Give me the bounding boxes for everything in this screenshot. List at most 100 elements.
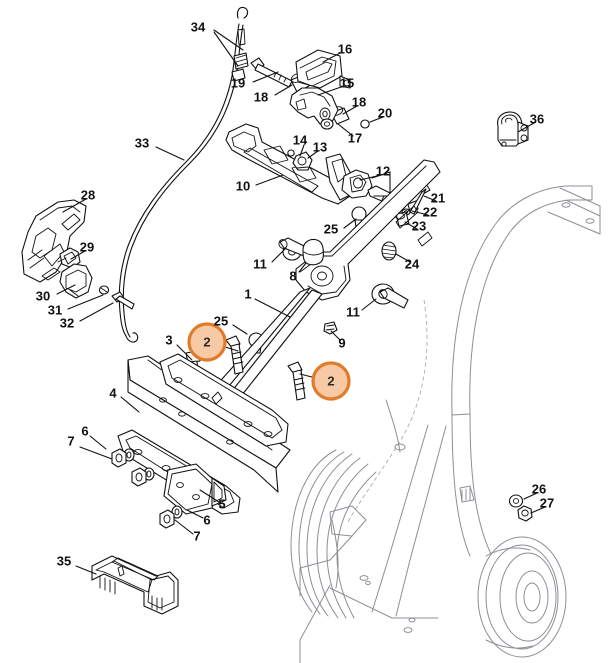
callout-label-6: 6 — [81, 423, 88, 438]
leader-line-18 — [274, 84, 293, 96]
callout-label-5: 5 — [218, 496, 225, 511]
leader-line-29 — [70, 250, 86, 260]
callout-label-34: 34 — [191, 19, 206, 34]
leader-line-21 — [423, 195, 437, 202]
pin-part-11-b — [378, 287, 409, 309]
callout-label-11: 11 — [346, 304, 360, 319]
leader-line-7 — [79, 446, 113, 460]
leader-line-14 — [299, 144, 305, 157]
leader-line-34-b — [213, 31, 239, 67]
leader-line-16 — [322, 51, 343, 63]
callout-label-27: 27 — [540, 495, 554, 510]
leader-line-8 — [298, 262, 307, 273]
leader-line-36 — [517, 122, 535, 133]
highlight-label-hl2: 2 — [327, 373, 334, 388]
washer-part-26 — [508, 494, 524, 508]
leader-line-34 — [213, 29, 244, 51]
callout-label-17: 17 — [348, 130, 362, 145]
callout-label-12: 12 — [376, 163, 390, 178]
callout-leader-lines — [56, 29, 546, 575]
highlight-markers: 22 — [187, 322, 351, 401]
callout-label-26: 26 — [532, 481, 546, 496]
latch-part-29 — [57, 247, 81, 269]
callout-label-36: 36 — [530, 111, 544, 126]
leader-line-10 — [255, 174, 284, 186]
leader-line-24 — [395, 253, 411, 263]
leader-line-32 — [79, 302, 114, 322]
leader-line-13 — [307, 150, 319, 159]
callout-label-10: 10 — [236, 178, 250, 193]
screw-part-31 — [98, 285, 110, 295]
highlight-circle-hl1[interactable] — [187, 322, 227, 362]
highlight-label-hl1: 2 — [203, 334, 210, 349]
callout-label-18: 18 — [254, 89, 268, 104]
leader-line-28 — [62, 198, 87, 213]
leader-line-9 — [330, 330, 341, 341]
callout-label-22: 22 — [423, 204, 437, 219]
leader-line-6 — [186, 509, 204, 519]
leader-line-17 — [337, 123, 354, 137]
callout-label-7: 7 — [67, 433, 74, 448]
leader-line-1 — [254, 298, 291, 318]
callout-label-6: 6 — [203, 512, 210, 527]
spring-part-24 — [381, 241, 397, 261]
bolt-part-19 — [250, 57, 293, 88]
callout-label-29: 29 — [80, 239, 94, 254]
leader-line-11 — [271, 247, 287, 263]
callout-label-35: 35 — [57, 553, 71, 568]
leader-line-35 — [75, 565, 97, 575]
callout-label-4: 4 — [109, 385, 117, 400]
callout-label-18: 18 — [352, 94, 366, 109]
callout-label-19: 19 — [231, 75, 245, 90]
leader-line-23 — [404, 221, 418, 230]
callout-label-15: 15 — [340, 75, 354, 90]
callout-label-31: 31 — [48, 302, 62, 317]
callout-label-3: 3 — [165, 332, 172, 347]
callout-label-20: 20 — [378, 105, 392, 120]
callout-label-1: 1 — [244, 286, 251, 301]
leader-line-20 — [369, 116, 384, 123]
clip-part-9 — [323, 321, 338, 335]
callout-label-28: 28 — [81, 187, 95, 202]
leader-line-22 — [411, 210, 429, 216]
leader-line-3 — [176, 344, 193, 361]
leader-line-4 — [120, 396, 140, 413]
leader-line-31 — [67, 294, 104, 310]
callout-label-21: 21 — [431, 190, 445, 205]
callout-label-25: 25 — [214, 313, 228, 328]
highlight-circle-hl2[interactable] — [311, 361, 351, 401]
callout-label-32: 32 — [60, 315, 74, 330]
leader-line-33 — [155, 146, 185, 161]
stud-bolt-part-2-a — [225, 335, 244, 375]
callout-label-8: 8 — [289, 268, 296, 283]
leader-line-18 — [342, 105, 358, 115]
bracket-part-5 — [163, 463, 227, 515]
leader-line-7 — [174, 519, 194, 535]
washer-part-17 — [320, 118, 334, 130]
leader-line-30 — [56, 284, 76, 295]
callout-label-14: 14 — [293, 132, 308, 147]
leader-line-27 — [530, 506, 546, 514]
callout-label-16: 16 — [338, 41, 352, 56]
nut-part-7-b — [131, 467, 147, 487]
leader-line-19 — [252, 71, 279, 83]
mower-context-ghost — [290, 185, 601, 663]
pin-part-14 — [287, 149, 295, 157]
callout-label-24: 24 — [405, 256, 420, 271]
nut-part-20 — [360, 119, 370, 129]
nut-part-7-a — [111, 448, 127, 468]
callout-label-33: 33 — [135, 135, 149, 150]
leader-line-12 — [359, 174, 382, 181]
screw-part-32 — [111, 291, 135, 310]
nut-part-7-c — [159, 509, 175, 529]
callout-label-11: 11 — [253, 256, 267, 271]
latch-part-30 — [59, 263, 93, 299]
leader-line-26 — [523, 492, 538, 500]
leader-line-6 — [89, 435, 107, 450]
control-cable-part-33 — [118, 6, 249, 343]
leader-line-25 — [232, 324, 248, 335]
grommet-part-8 — [302, 238, 324, 266]
lever-cap-part-16 — [295, 49, 351, 89]
